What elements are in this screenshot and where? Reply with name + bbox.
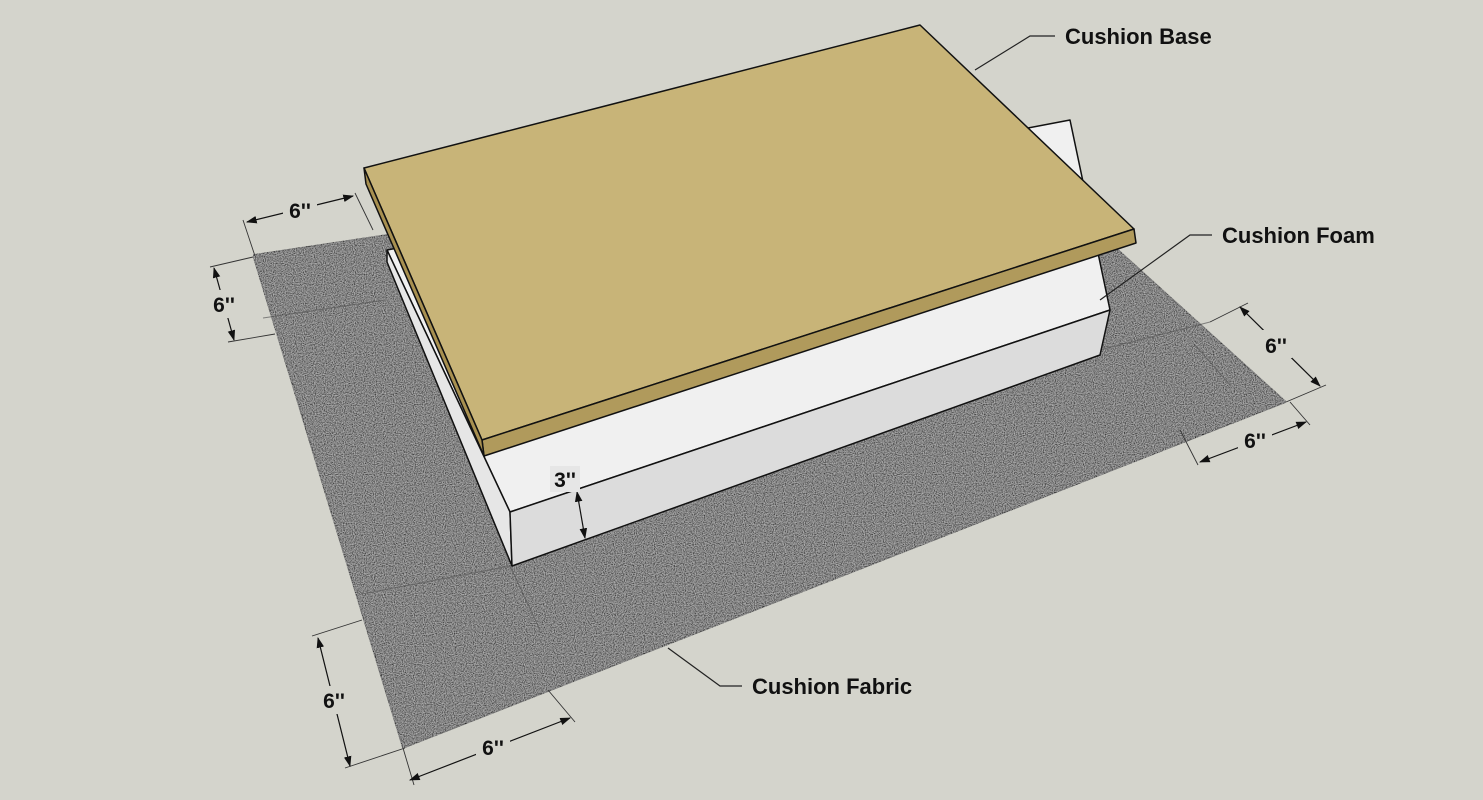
dim-text-right-upper: 6'' <box>1265 335 1287 358</box>
dimension-top-left-width: 6'' <box>242 192 374 257</box>
label-cushion-fabric: Cushion Fabric <box>752 674 912 699</box>
leader-cushion-base <box>974 35 1055 71</box>
dim-text-top-left-width: 6'' <box>289 200 311 223</box>
dimension-bottom-left-height: 6'' <box>311 619 406 769</box>
label-cushion-foam: Cushion Foam <box>1222 223 1375 248</box>
label-cushion-base: Cushion Base <box>1065 24 1212 49</box>
dimension-right-upper: 6'' <box>1209 302 1327 403</box>
dim-text-bottom-left-height: 6'' <box>323 690 345 713</box>
dimension-bottom-left-width: 6'' <box>402 689 576 786</box>
cushion-base <box>363 24 1137 457</box>
dimension-top-left-height: 6'' <box>208 256 276 343</box>
dim-text-top-left-height: 6'' <box>213 294 235 317</box>
leader-cushion-foam <box>1099 234 1212 301</box>
dimension-foam-thickness: 3'' <box>550 466 588 540</box>
dim-text-right-lower: 6'' <box>1244 430 1266 453</box>
leader-cushion-fabric <box>667 647 742 687</box>
dimension-right-lower: 6'' <box>1179 401 1311 466</box>
dim-text-foam-thickness: 3'' <box>554 469 576 492</box>
leader-lines <box>667 35 1212 687</box>
dim-text-bottom-left-width: 6'' <box>482 737 504 760</box>
